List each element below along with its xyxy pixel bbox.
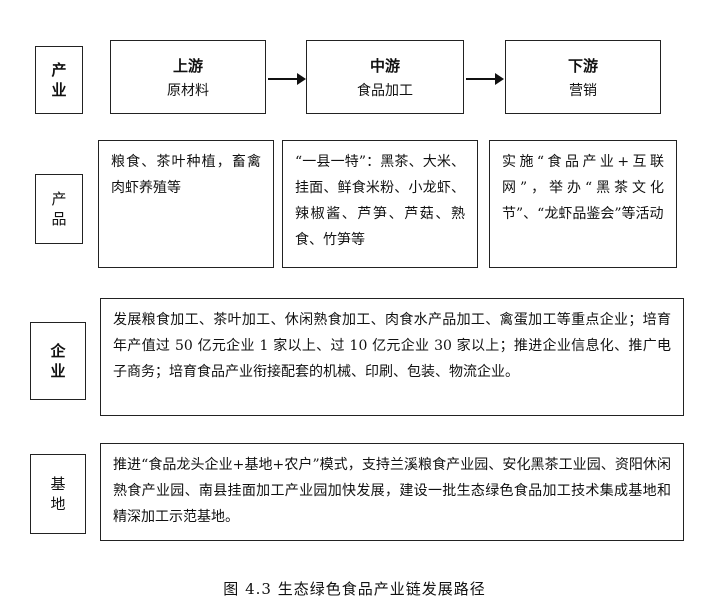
stage-upstream-subtitle: 原材料 [167, 82, 209, 99]
row-label-base: 基地 [30, 454, 86, 534]
arrow-upstream-to-midstream [268, 73, 306, 85]
row-label-industry-text: 产业 [51, 61, 67, 99]
stage-downstream: 下游 营销 [505, 40, 661, 114]
product-cell-midstream: “一县一特”：黑茶、大米、挂面、鲜食米粉、小龙虾、辣椒酱、芦笋、芦菇、熟食、竹笋… [282, 140, 478, 268]
row-label-enterprise-text: 企业 [50, 342, 66, 380]
base-text: 推进“食品龙头企业+基地+农户”模式，支持兰溪粮食产业园、安化黑茶工业园、资阳休… [113, 457, 671, 525]
stage-midstream: 中游 食品加工 [306, 40, 464, 114]
stage-downstream-subtitle: 营销 [569, 82, 597, 99]
enterprise-box: 发展粮食加工、茶叶加工、休闲熟食加工、肉食水产品加工、禽蛋加工等重点企业；培育年… [100, 298, 684, 416]
enterprise-text: 发展粮食加工、茶叶加工、休闲熟食加工、肉食水产品加工、禽蛋加工等重点企业；培育年… [113, 312, 671, 380]
stage-upstream: 上游 原材料 [110, 40, 266, 114]
product-cell-upstream: 粮食、茶叶种植，畜禽肉虾养殖等 [98, 140, 274, 268]
stage-downstream-title: 下游 [567, 56, 598, 75]
arrow-midstream-to-downstream [466, 73, 504, 85]
product-cell-downstream-text: 实施“食品产业+互联网”，举办“黑茶文化节”、“龙虾品鉴会”等活动 [502, 154, 664, 222]
product-cell-upstream-text: 粮食、茶叶种植，畜禽肉虾养殖等 [111, 154, 261, 196]
product-cell-midstream-text: “一县一特”：黑茶、大米、挂面、鲜食米粉、小龙虾、辣椒酱、芦笋、芦菇、熟食、竹笋… [295, 154, 465, 248]
row-label-enterprise: 企业 [30, 322, 86, 400]
row-label-base-text: 基地 [50, 475, 66, 513]
row-label-product-text: 产品 [51, 190, 67, 228]
stage-midstream-subtitle: 食品加工 [357, 82, 413, 99]
figure-caption: 图 4.3 生态绿色食品产业链发展路径 [223, 580, 486, 598]
row-label-industry: 产业 [35, 46, 83, 114]
product-cell-downstream: 实施“食品产业+互联网”，举办“黑茶文化节”、“龙虾品鉴会”等活动 [489, 140, 677, 268]
row-label-product: 产品 [35, 174, 83, 244]
stage-midstream-title: 中游 [369, 56, 400, 75]
base-box: 推进“食品龙头企业+基地+农户”模式，支持兰溪粮食产业园、安化黑茶工业园、资阳休… [100, 443, 684, 541]
stage-upstream-title: 上游 [172, 56, 203, 75]
